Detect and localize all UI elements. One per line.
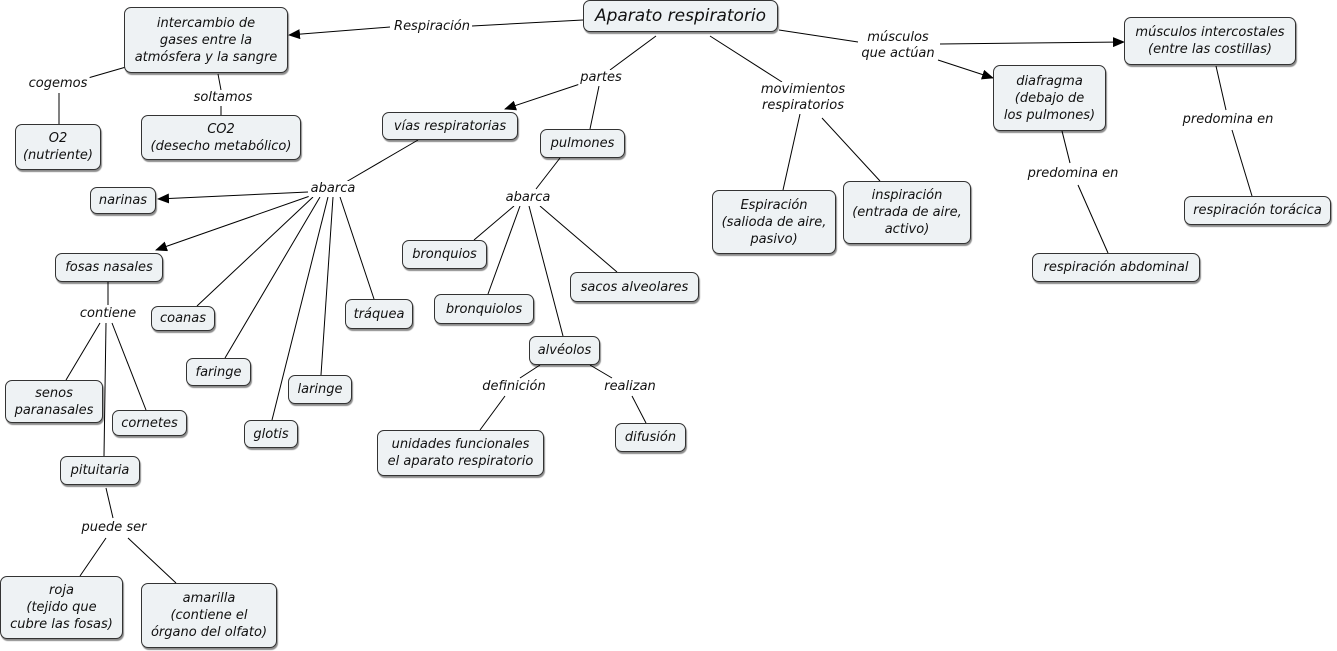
node-respiracion-abdominal[interactable]: respiración abdominal (1032, 253, 1200, 282)
connector (939, 37, 1125, 48)
connector (589, 85, 600, 130)
node-intercambio[interactable]: intercambio de gases entre la atmósfera … (124, 7, 288, 73)
node-faringe[interactable]: faringe (186, 358, 251, 386)
connector (609, 35, 657, 71)
node-amarilla[interactable]: amarilla (contiene el órgano del olfato) (141, 583, 277, 648)
connector (487, 205, 521, 295)
connector (155, 195, 311, 252)
node-pituitaria[interactable]: pituitaria (60, 456, 140, 485)
link-puede-ser: puede ser (79, 520, 149, 536)
connector (288, 26, 391, 40)
node-pulmones[interactable]: pulmones (540, 129, 625, 158)
link-soltamos: soltamos (191, 90, 255, 106)
link-movimientos-respiratorios: movimientos respiratorios (758, 82, 848, 114)
node-fosas-nasales[interactable]: fosas nasales (55, 253, 163, 282)
connector (157, 191, 309, 204)
connector (471, 19, 584, 27)
link-musculos-que-actuan: músculos que actúan (859, 30, 937, 62)
connector (1231, 129, 1253, 197)
node-sacos-alveolares[interactable]: sacos alveolares (570, 272, 699, 302)
connector (1061, 130, 1071, 164)
connector (217, 73, 222, 91)
link-respiracion: Respiración (392, 19, 472, 35)
connector (105, 487, 114, 519)
connector (709, 35, 783, 83)
node-o2[interactable]: O2 (nutriente) (15, 124, 101, 170)
connector (271, 196, 329, 421)
node-bronquiolos[interactable]: bronquiolos (434, 294, 534, 324)
node-diafragma[interactable]: diafragma (debajo de los pulmones) (993, 65, 1106, 131)
connector (535, 157, 561, 190)
node-roja[interactable]: roja (tejido que cubre las fosas) (0, 576, 123, 639)
connector (1215, 65, 1227, 111)
connector (479, 395, 506, 431)
connector (778, 29, 859, 43)
node-alveolos[interactable]: alvéolos (529, 336, 600, 365)
node-vias-respiratorias[interactable]: vías respiratorias (382, 112, 518, 140)
node-traquea[interactable]: tráquea (345, 299, 413, 329)
node-cornetes[interactable]: cornetes (112, 410, 187, 436)
node-respiracion-toracica[interactable]: respiración torácica (1184, 196, 1331, 225)
connector (320, 196, 334, 376)
connector (111, 322, 147, 411)
node-narinas[interactable]: narinas (90, 187, 156, 214)
connector (937, 59, 994, 80)
link-contiene: contiene (77, 306, 139, 322)
connector (504, 83, 581, 111)
connector (1077, 184, 1109, 254)
connector (103, 322, 107, 457)
node-musculos-intercostales[interactable]: músculos intercostales (entre las costil… (1124, 17, 1296, 65)
connector (127, 537, 177, 584)
node-unidades-funcionales[interactable]: unidades funcionales el aparato respirat… (377, 430, 544, 476)
connector (519, 364, 541, 379)
node-co2[interactable]: CO2 (desecho metabólico) (141, 115, 301, 160)
connector (821, 117, 881, 182)
connector (528, 205, 564, 337)
link-abarca-vias: abarca (308, 181, 358, 197)
connector (631, 395, 647, 424)
link-predomina-diafragma: predomina en (1025, 166, 1121, 182)
connector (196, 196, 314, 307)
connector (589, 364, 613, 379)
node-inspiracion[interactable]: inspiración (entrada de aire, activo) (843, 181, 971, 244)
connector (79, 537, 107, 577)
connector (87, 66, 127, 79)
node-espiracion[interactable]: Espiración (salioda de aire, pasivo) (712, 190, 836, 254)
connector (539, 205, 618, 273)
connector (473, 205, 515, 241)
node-aparato-respiratorio[interactable]: Aparato respiratorio (583, 0, 778, 32)
connector (65, 322, 101, 381)
node-senos-paranasales[interactable]: senos paranasales (5, 380, 103, 423)
connector (782, 113, 801, 191)
connector (339, 196, 375, 300)
link-predomina-intercostales: predomina en (1180, 112, 1276, 128)
connector (345, 139, 419, 183)
node-difusion[interactable]: difusión (615, 423, 686, 452)
node-coanas[interactable]: coanas (151, 306, 215, 331)
link-abarca-pulmones: abarca (503, 190, 553, 206)
node-laringe[interactable]: laringe (288, 375, 352, 404)
link-definicion: definición (480, 379, 548, 395)
node-bronquios[interactable]: bronquios (402, 240, 487, 269)
link-partes: partes (578, 70, 624, 86)
link-cogemos: cogemos (26, 76, 90, 92)
link-realizan: realizan (602, 379, 658, 395)
connector (224, 196, 321, 359)
node-glotis[interactable]: glotis (244, 420, 298, 448)
